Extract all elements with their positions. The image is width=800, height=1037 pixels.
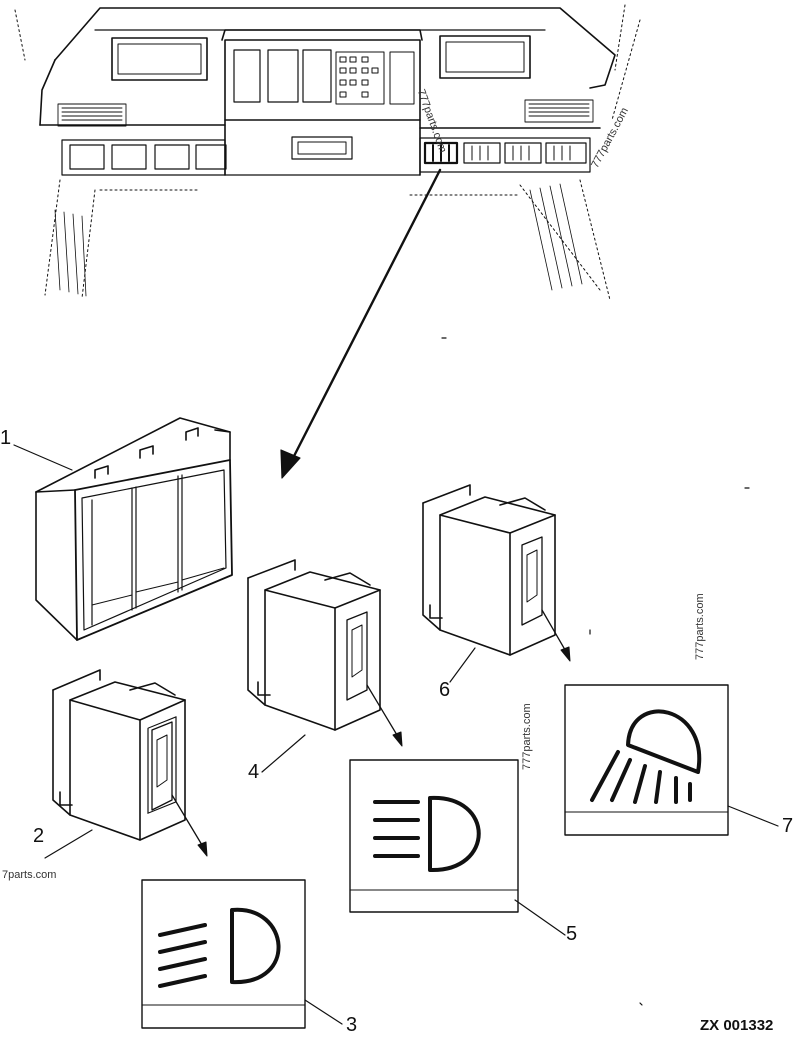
drawing-code: ZX 001332 [700,1017,774,1034]
stray-marks [441,337,750,1006]
callout-4: 4 [248,761,260,783]
dashboard-icon [14,4,641,301]
callout-1: 1 [0,427,12,449]
rocker-switch-icon [247,559,403,747]
watermark: 777parts.com [521,703,533,770]
work-light-symbol-icon [564,684,729,836]
callout-3: 3 [346,1014,358,1036]
callout-6: 6 [439,679,451,701]
watermark: 7parts.com [2,869,57,881]
callout-7: 7 [782,815,794,837]
callout-2: 2 [33,825,45,847]
leader-lines [13,444,779,1025]
dipped-beam-symbol-icon [141,879,306,1029]
callout-5: 5 [566,923,578,945]
watermark: 777parts.com [694,593,706,660]
rocker-switch-icon [422,484,571,662]
rocker-switch-icon [52,669,208,857]
main-beam-symbol-icon [349,759,519,913]
pointer-arrow-icon [280,168,442,479]
switch-housing-icon [35,417,233,641]
